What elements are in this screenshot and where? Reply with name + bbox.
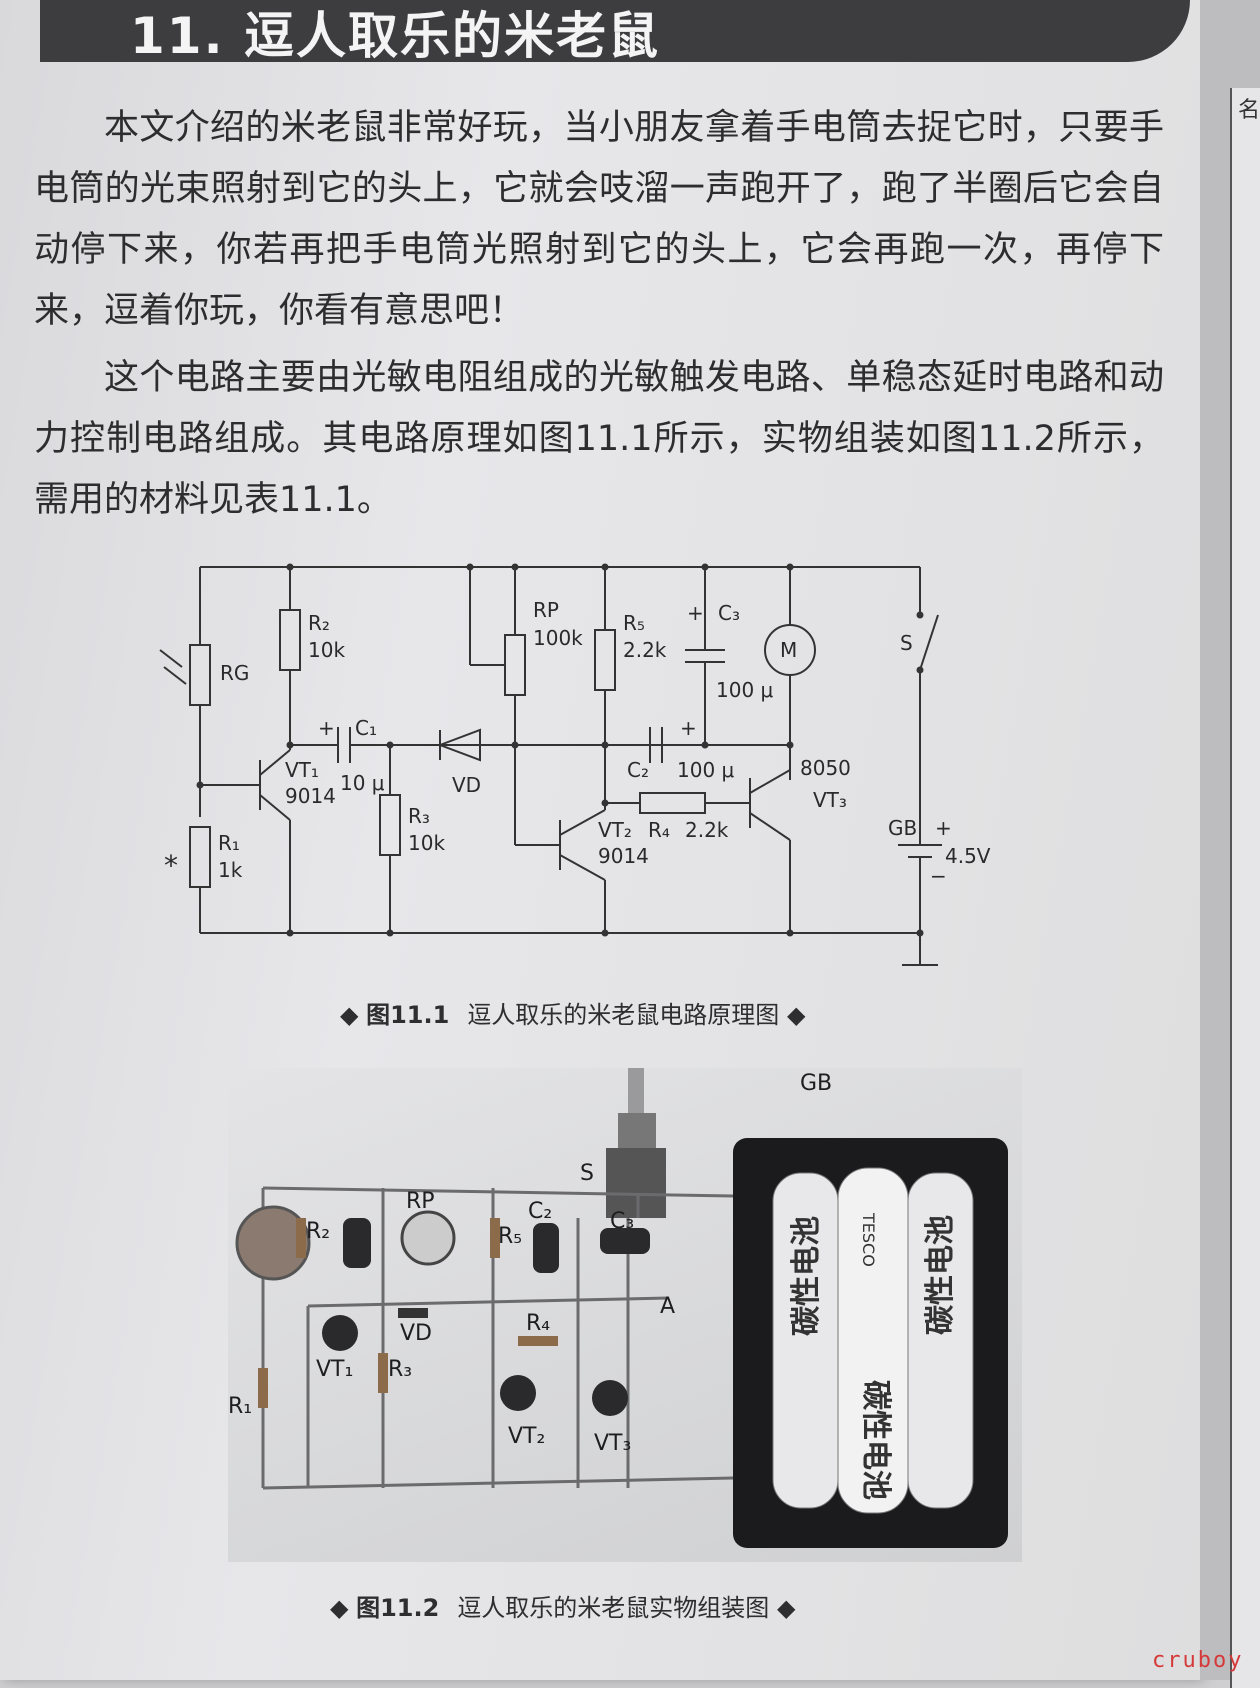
label-GB-plus: +: [935, 816, 952, 840]
label-star: *: [164, 849, 178, 882]
side-tab-label: 名: [1238, 98, 1260, 123]
table-edge: 名: [1230, 88, 1260, 1688]
label-M: M: [780, 638, 797, 662]
diamond-icon: ◆: [769, 1594, 796, 1622]
photo-label-VT3: VT₃: [594, 1431, 631, 1456]
label-C2-value: 100 μ: [677, 758, 735, 782]
photo-label-R1: R₁: [228, 1394, 252, 1419]
label-RP-value: 100k: [533, 626, 583, 650]
photo-label-VT2: VT₂: [508, 1424, 545, 1449]
label-R5-value: 2.2k: [623, 638, 667, 662]
label-R1: R₁: [218, 831, 240, 855]
book-page: 11. 逗人取乐的米老鼠 本文介绍的米老鼠非常好玩，当小朋友拿着手电筒去捉它时，…: [0, 0, 1200, 1680]
label-RG: RG: [220, 661, 249, 685]
battery-label-3: 碳性电池: [923, 1215, 958, 1335]
photo-label-A: A: [660, 1294, 675, 1319]
photo-label-VT1: VT₁: [316, 1357, 353, 1382]
label-C3: C₃: [718, 601, 740, 625]
label-VT1-type: 9014: [285, 784, 336, 808]
label-R2: R₂: [308, 611, 330, 635]
label-VT2-type: 9014: [598, 844, 649, 868]
assembly-photo: 碳性电池 碳性电池 碳性电池 TESCO: [190, 1068, 1022, 1562]
label-GB-minus: −: [930, 864, 947, 888]
diamond-icon: ◆: [330, 1594, 357, 1622]
adjacent-page-edge: 名: [1200, 0, 1260, 1688]
label-VD: VD: [452, 773, 481, 797]
watermark: cruboy: [1152, 1648, 1244, 1673]
battery-brand: TESCO: [859, 1212, 878, 1267]
label-S: S: [900, 631, 913, 655]
photo-label-C2: C₂: [528, 1199, 552, 1224]
photo-label-R2: R₂: [306, 1219, 330, 1244]
photo-label-R3: R₃: [388, 1357, 412, 1382]
label-C3-value: 100 μ: [716, 678, 774, 702]
label-C3-plus: +: [687, 601, 704, 625]
label-R1-value: 1k: [218, 858, 243, 882]
photo-label-R5: R₅: [498, 1224, 522, 1249]
chapter-header-bar: 11. 逗人取乐的米老鼠: [40, 0, 1190, 65]
battery-label-2: 碳性电池: [858, 1380, 893, 1500]
label-8050: 8050: [800, 756, 851, 780]
paragraph-2: 这个电路主要由光敏电阻组成的光敏触发电路、单稳态延时电路和动力控制电路组成。其电…: [34, 358, 1164, 520]
photo-label-R4: R₄: [526, 1311, 550, 1336]
photo-label-C3: C₃: [610, 1209, 634, 1234]
label-C1-plus: +: [318, 716, 335, 740]
label-R3-value: 10k: [408, 831, 445, 855]
label-VT2: VT₂: [598, 818, 632, 842]
label-VT1: VT₁: [285, 758, 319, 782]
label-C1-value: 10 μ: [340, 771, 385, 795]
label-R5: R₅: [623, 611, 645, 635]
photo-label-RP: RP: [406, 1189, 435, 1214]
label-VT3: VT₃: [813, 788, 847, 812]
diamond-icon: ◆: [340, 1001, 367, 1029]
label-C2: C₂: [627, 758, 649, 782]
label-C1: C₁: [355, 716, 377, 740]
battery-label-1: 碳性电池: [789, 1216, 824, 1336]
photo-label-GB: GB: [800, 1071, 832, 1096]
chapter-title: 11. 逗人取乐的米老鼠: [130, 7, 660, 65]
label-R2-value: 10k: [308, 638, 345, 662]
circuit-schematic: RG R₂ 10k RP 100k R₅ 2.2k + C₃ 100 μ M S…: [159, 563, 991, 966]
label-R4-value: 2.2k: [685, 818, 729, 842]
paragraph-1: 本文介绍的米老鼠非常好玩，当小朋友拿着手电筒去捉它时，只要手电筒的光束照射到它的…: [34, 108, 1164, 331]
body-text: 本文介绍的米老鼠非常好玩，当小朋友拿着手电筒去捉它时，只要手电筒的光束照射到它的…: [34, 98, 1164, 537]
label-C2-plus: +: [680, 716, 697, 740]
label-R4: R₄: [648, 818, 670, 842]
label-R3: R₃: [408, 804, 430, 828]
label-GB-value: 4.5V: [945, 844, 991, 868]
diamond-icon: ◆: [779, 1001, 806, 1029]
assembly-photo-drawing: 碳性电池 碳性电池 碳性电池 TESCO: [190, 1068, 1008, 1548]
label-GB: GB: [888, 816, 917, 840]
photo-label-S: S: [580, 1161, 594, 1186]
label-RP: RP: [533, 598, 559, 622]
photo-label-VD: VD: [400, 1321, 432, 1346]
